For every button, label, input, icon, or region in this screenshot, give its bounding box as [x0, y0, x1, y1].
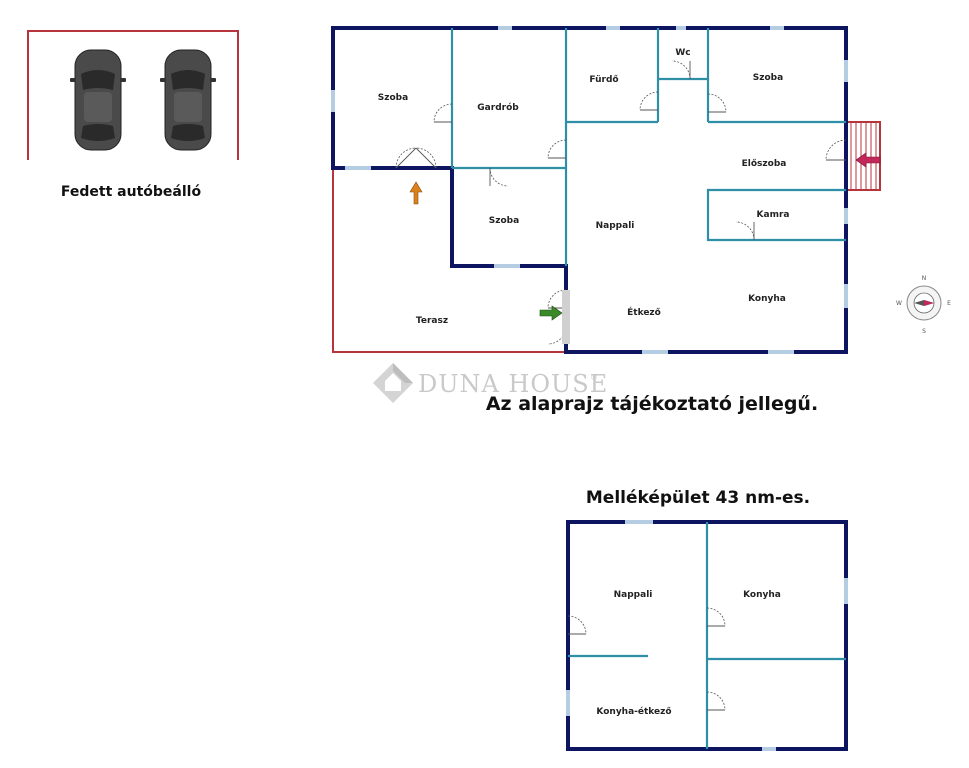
terrace-outline	[332, 170, 566, 353]
carport-label: Fedett autóbeálló	[61, 184, 202, 200]
annex-room-label-konyha-etkezo: Konyha-étkező	[596, 706, 671, 717]
annex-title: Melléképület 43 nm-es.	[586, 488, 810, 508]
room-label-szoba: Szoba	[489, 216, 519, 226]
carport-outline	[27, 30, 239, 160]
car-icon	[160, 49, 216, 151]
annex-windows	[566, 520, 848, 751]
duna-house-watermark: DUNA HOUSE ®	[373, 363, 608, 403]
room-label-etkezo: Étkező	[627, 306, 661, 318]
terrace-arrow-icon	[539, 305, 563, 321]
carport: Fedett autóbeálló	[27, 30, 239, 200]
duna-house-logo-icon	[373, 363, 413, 403]
compass-s: S	[922, 328, 926, 335]
watermark-text: DUNA HOUSE	[418, 370, 608, 398]
entrance-steps	[845, 121, 881, 191]
windows	[331, 26, 848, 354]
entrance-arrow-icon	[409, 181, 423, 205]
room-label-nappali: Nappali	[596, 221, 635, 231]
watermark-mark: ®	[590, 373, 599, 382]
compass-n: N	[922, 275, 927, 282]
room-label-terasz: Terasz	[416, 316, 448, 326]
room-label-wc: Wc	[675, 48, 690, 58]
room-label-furdo: Fürdő	[589, 75, 618, 85]
room-label-szoba: Szoba	[378, 93, 408, 103]
disclaimer-text: Az alaprajz tájékoztató jellegű.	[486, 393, 818, 415]
annex-interior-walls	[568, 522, 846, 749]
annex-doors	[567, 607, 726, 711]
main-house: Szoba Gardrób Fürdő Wc Szoba Előszoba Sz…	[331, 26, 881, 354]
room-label-eloszoba: Előszoba	[742, 159, 787, 169]
compass-e: E	[947, 300, 951, 307]
room-label-konyha: Konyha	[748, 294, 786, 304]
compass-icon: N E S W	[896, 275, 951, 335]
compass-w: W	[896, 300, 902, 307]
annex-room-label-nappali: Nappali	[614, 590, 653, 600]
annex-room-label-konyha: Konyha	[743, 590, 781, 600]
annex-building: Melléképület 43 nm-es. Nappali Konyha Ko…	[566, 488, 848, 751]
room-label-gardrob: Gardrób	[477, 102, 519, 113]
room-label-kamra: Kamra	[757, 210, 790, 220]
car-icon	[70, 49, 126, 151]
main-entrance-arrow-icon	[855, 152, 881, 168]
interior-walls	[450, 28, 846, 266]
room-label-szoba: Szoba	[753, 73, 783, 83]
doors	[395, 60, 847, 345]
